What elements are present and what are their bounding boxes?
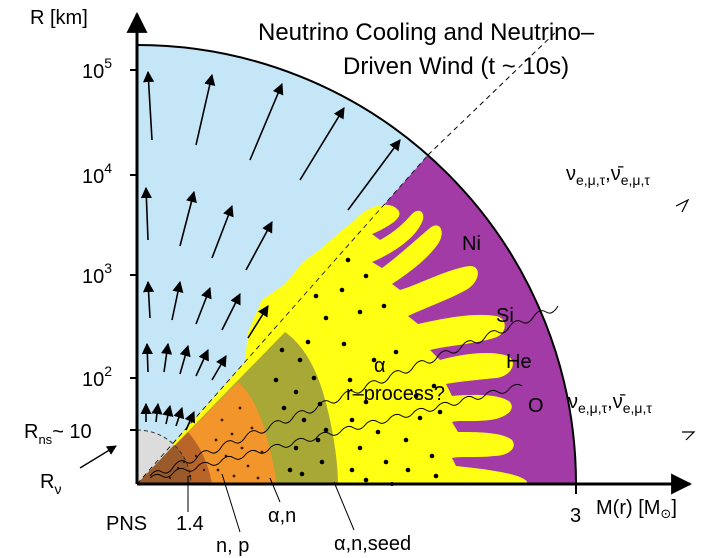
neutrino-label-upper: νe,μ,τ,ν̄e,μ,τ: [566, 163, 650, 188]
pns-label: PNS: [106, 513, 147, 535]
r-ns-label: Rns~ 10: [24, 421, 92, 447]
y-tick-1e4: 104: [82, 160, 112, 188]
neutrino-rays: [149, 198, 696, 479]
alpha-label: α: [374, 355, 386, 377]
mass-1.4-label: 1.4: [176, 513, 204, 535]
o-label: O: [528, 395, 544, 417]
r-nu-label: Rν: [40, 471, 61, 497]
star-cross-section: [136, 27, 577, 486]
dashed-extension: [427, 27, 561, 156]
r-process-label: r–process?: [346, 383, 445, 405]
title-line-2: Driven Wind (t ~ 10s): [343, 53, 569, 80]
y-tick-1e2: 102: [82, 363, 112, 391]
alpha-n-seed-label: α,n,seed: [334, 533, 411, 555]
si-label: Si: [496, 305, 514, 327]
y-tick-1e3: 103: [82, 260, 112, 288]
y-tick-1e5: 105: [82, 55, 112, 83]
seed-dots: [273, 257, 443, 486]
neutrino-label-lower: νe,μ,τ,ν̄e,μ,τ: [568, 391, 652, 416]
neutrino-wave-lower: [149, 383, 523, 479]
neutrino-wave-upper: [149, 305, 559, 477]
x-tick-3: 3: [570, 505, 581, 527]
n-p-label: n, p: [216, 535, 249, 557]
title-line-1: Neutrino Cooling and Neutrino–: [258, 19, 595, 46]
wind-region: [137, 44, 428, 484]
y-axis-label: R [km]: [30, 7, 88, 29]
pns-core: [137, 445, 191, 484]
pns-dash-circle: [136, 429, 192, 485]
outer-boundary: [136, 44, 577, 485]
alpha-n-label: α,n: [268, 505, 296, 527]
r-nu-pointer: [79, 445, 117, 469]
he-label: He: [506, 351, 532, 373]
wind-arrows: [140, 70, 401, 431]
x-axis-label: M(r) [M⊙]: [596, 497, 677, 521]
axes: [126, 11, 693, 495]
ni-label: Ni: [462, 233, 481, 255]
pns-region: [137, 430, 174, 484]
